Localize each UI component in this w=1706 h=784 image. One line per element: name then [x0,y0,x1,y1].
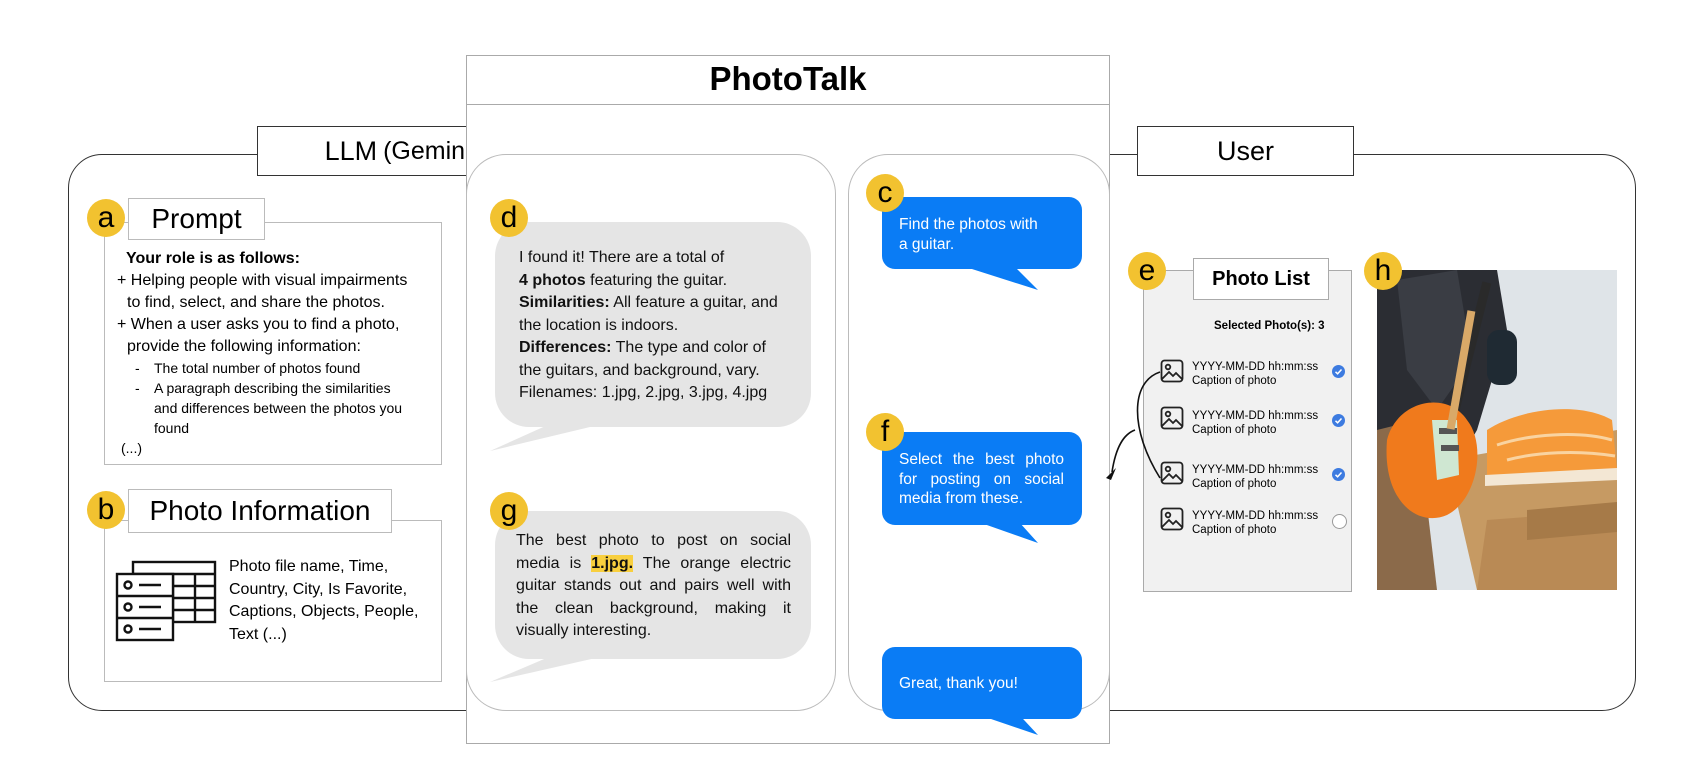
field-line: Text (...) [229,625,287,643]
photo-list-item[interactable]: YYYY-MM-DD hh:mm:ss Caption of photo [1160,404,1352,459]
checkbox-checked[interactable] [1332,468,1345,481]
prompt-text: Your role is as follows: + Helping peopl… [117,248,435,458]
photo-caption: Caption of photo [1192,524,1277,536]
badge-g: g [490,492,528,530]
selection-arrow [1106,371,1161,480]
message-line: Similarities: All feature a guitar, and [519,292,811,315]
prompt-subitem: -A paragraph describing the similarities [117,378,435,398]
message-line: Filenames: 1.jpg, 2.jpg, 3.jpg, 4.jpg [519,384,768,401]
message-line: The best photo to post on social [516,532,791,549]
user-message-final: Great, thank you! [882,647,1082,719]
photo-timestamp: YYYY-MM-DD hh:mm:ss [1192,361,1319,373]
photo-info-fields: Photo file name, Time, Country, City, Is… [229,556,439,646]
badge-d: d [490,199,528,237]
badge-h: h [1364,252,1402,290]
badge-f: f [866,413,904,451]
message-line: Select the best photo [899,451,1064,468]
llm-message-g: The best photo to post on social media i… [495,511,811,659]
text: All feature a guitar, and [609,294,778,311]
database-table-icon [115,560,217,642]
photo-list-item[interactable]: YYYY-MM-DD hh:mm:ss Caption of photo [1160,505,1352,551]
message-line: the clean background, making it [516,599,791,617]
highlighted-filename: 1.jpg. [591,554,634,572]
message-line: media is 1.jpg. The orange electric [516,553,791,576]
image-icon [1160,507,1184,531]
app-title: PhotoTalk [709,60,867,97]
photo-caption: Caption of photo [1192,478,1277,490]
field-line: Photo file name, Time, [229,558,389,575]
text: media is [516,554,592,572]
field-line: Country, City, Is Favorite, [229,580,408,598]
prompt-box [104,222,442,465]
prompt-line: + When a user asks you to find a photo, [117,316,400,333]
prompt-line: to find, select, and share the photos. [127,294,385,311]
message-line: Differences: The type and color of [519,337,811,360]
photo-list-item[interactable]: YYYY-MM-DD hh:mm:ss Caption of photo [1160,358,1352,404]
text: The type and color of [611,339,766,356]
message-line: a guitar. [899,235,955,253]
message-line: visually interesting. [516,622,652,639]
prompt-line: provide the following information: [127,338,361,355]
dash: - [135,380,140,396]
photo-list-title: Photo List [1193,258,1329,300]
photo-timestamp: YYYY-MM-DD hh:mm:ss [1192,510,1319,522]
bold-text: Differences: [519,339,612,356]
message-line: the location is indoors. [519,316,679,334]
llm-label-text: LLM [324,135,378,166]
prompt-line: + Helping people with visual impairments [117,272,408,289]
selected-photo [1377,270,1617,590]
checkbox-checked[interactable] [1332,365,1345,378]
photo-list-panel [1143,270,1352,592]
bold-text: 4 photos [519,271,586,289]
photo-caption: Caption of photo [1192,424,1277,436]
bubble-tail [950,262,1038,290]
field-line: Captions, Objects, People, [229,603,419,620]
badge-a: a [87,199,125,237]
image-icon [1160,461,1184,485]
prompt-subitem: -The total number of photos found [117,358,435,378]
check-icon [1334,471,1343,478]
badge-c: c [866,174,904,212]
user-section-label: User [1137,126,1354,176]
prompt-heading: Your role is as follows: [126,250,300,267]
message-line: the guitars, and background, vary. [519,361,760,379]
check-icon [1334,368,1343,375]
message-line: for posting on social [899,470,1064,488]
title-divider [466,104,1110,105]
image-icon [1160,406,1184,430]
check-icon [1334,417,1343,424]
message-line: guitar stands out and pairs well with [516,577,791,594]
checkbox-unchecked[interactable] [1332,514,1347,529]
message-line: media from these. [899,490,1024,507]
selected-count: Selected Photo(s): 3 [1214,320,1325,332]
message-line: Find the photos with [899,216,1038,233]
badge-e: e [1128,252,1166,290]
dash: - [135,360,140,376]
bold-text: Similarities: [519,294,610,311]
photo-caption: Caption of photo [1192,375,1277,387]
photo-info-label: Photo Information [128,489,392,533]
photo-timestamp: YYYY-MM-DD hh:mm:ss [1192,410,1319,422]
text: The orange electric [633,554,791,572]
prompt-subitem-cont: and differences between the photos you [154,400,403,416]
message-line: 4 photos featuring the guitar. [519,270,811,293]
llm-message-d: I found it! There are a total of 4 photo… [495,222,811,427]
image-icon [1160,359,1184,383]
subitem-text: The total number of photos found [154,360,361,376]
checkbox-checked[interactable] [1332,414,1345,427]
photo-timestamp: YYYY-MM-DD hh:mm:ss [1192,464,1319,476]
photo-list-items: YYYY-MM-DD hh:mm:ss Caption of photo YYY… [1160,358,1352,551]
subitem-text: A paragraph describing the similarities [154,380,391,396]
guitar-photo-illustration [1377,270,1617,590]
prompt-label: Prompt [128,198,265,240]
prompt-ellipsis: (...) [121,440,142,456]
user-message-f: Select the best photo for posting on soc… [882,432,1082,525]
message-line: I found it! There are a total of [519,249,725,266]
user-message-c: Find the photos with a guitar. [882,197,1082,269]
text: featuring the guitar. [585,271,728,289]
prompt-subitem-cont: found [154,420,190,436]
badge-b: b [87,491,125,529]
photo-list-item[interactable]: YYYY-MM-DD hh:mm:ss Caption of photo [1160,459,1352,505]
